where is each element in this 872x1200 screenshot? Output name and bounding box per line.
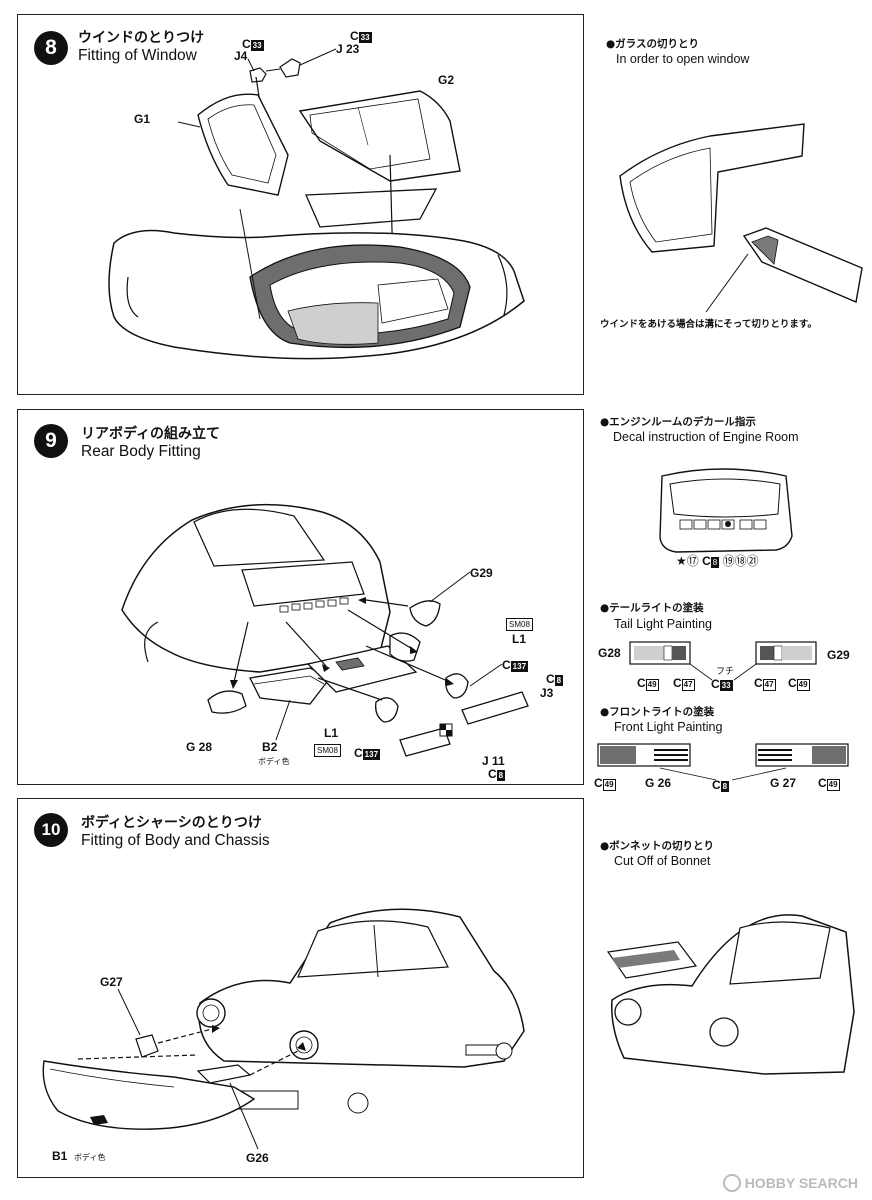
front-note-jp: ●フロントライトの塗装: [600, 706, 715, 718]
step-10-title-jp: ボディとシャーシのとりつけ: [81, 815, 262, 831]
tail-label-fuchi: フチ: [716, 667, 735, 677]
glass-note-en: In order to open window: [616, 52, 750, 66]
step-10-panel: 10 ボディとシャーシのとりつけ Fitting of Body and Cha…: [17, 798, 584, 1178]
hobby-search-watermark: HOBBY SEARCH: [722, 1174, 858, 1192]
step-10-title-en: Fitting of Body and Chassis: [81, 832, 270, 849]
label-g28: G 28: [186, 740, 213, 754]
step-8-title-jp: ウインドのとりつけ: [78, 30, 205, 46]
step-9-drawing: [121, 503, 529, 757]
label-b2: B2: [262, 740, 278, 754]
step-9-panel: 9 リアボディの組み立て Rear Body Fitting G29 SM08 …: [17, 409, 584, 785]
label-j23: J 23: [336, 42, 360, 56]
label-sm08-a: SM08: [506, 616, 533, 631]
glass-note-caption: ウインドをあける場合は溝にそって切りとります。: [600, 319, 817, 330]
label-g29: G29: [470, 566, 493, 580]
step-8-drawing: [108, 48, 525, 360]
bonnet-note-en: Cut Off of Bonnet: [614, 854, 711, 868]
label-g27: G27: [100, 975, 123, 989]
front-label-g27: G 27: [770, 776, 797, 790]
label-b1-sub: ボディ色: [74, 1153, 106, 1162]
label-j4: J4: [234, 49, 248, 63]
front-note-en: Front Light Painting: [614, 720, 723, 734]
engine-note-jp: ●エンジンルームのデカール指示: [600, 416, 756, 428]
hobby-search-logo-icon: [722, 1174, 741, 1192]
label-l1-b: L1: [324, 726, 339, 740]
step-8-badge: 8: [34, 31, 68, 65]
tail-label-g29: G29: [827, 648, 850, 662]
tail-note-en: Tail Light Painting: [614, 617, 712, 631]
label-b2-sub: ボディ色: [258, 757, 290, 766]
label-l1-a: L1: [512, 632, 527, 646]
label-sm08-b: SM08: [314, 742, 341, 757]
tail-note-jp: ●テールライトの塗装: [600, 602, 704, 614]
label-j11: J 11: [482, 754, 505, 768]
engine-note-en: Decal instruction of Engine Room: [613, 430, 799, 444]
step-10-badge: 10: [34, 813, 68, 847]
step-9-title-en: Rear Body Fitting: [81, 443, 201, 460]
step-10-drawing: [42, 908, 525, 1150]
step-9-title-jp: リアボディの組み立て: [81, 426, 221, 442]
tail-label-g28: G28: [598, 646, 621, 660]
label-g1: G1: [134, 112, 151, 126]
label-b1: B1: [52, 1149, 68, 1163]
label-g2: G2: [438, 73, 455, 87]
front-label-g26: G 26: [645, 776, 672, 790]
label-j3: J3: [540, 686, 554, 700]
label-g26: G26: [246, 1151, 269, 1165]
step-9-badge: 9: [34, 424, 68, 458]
step-8-title-en: Fitting of Window: [78, 47, 197, 64]
bonnet-note-jp: ●ボンネットの切りとり: [600, 840, 714, 852]
glass-note-jp: ●ガラスの切りとり: [606, 38, 699, 50]
